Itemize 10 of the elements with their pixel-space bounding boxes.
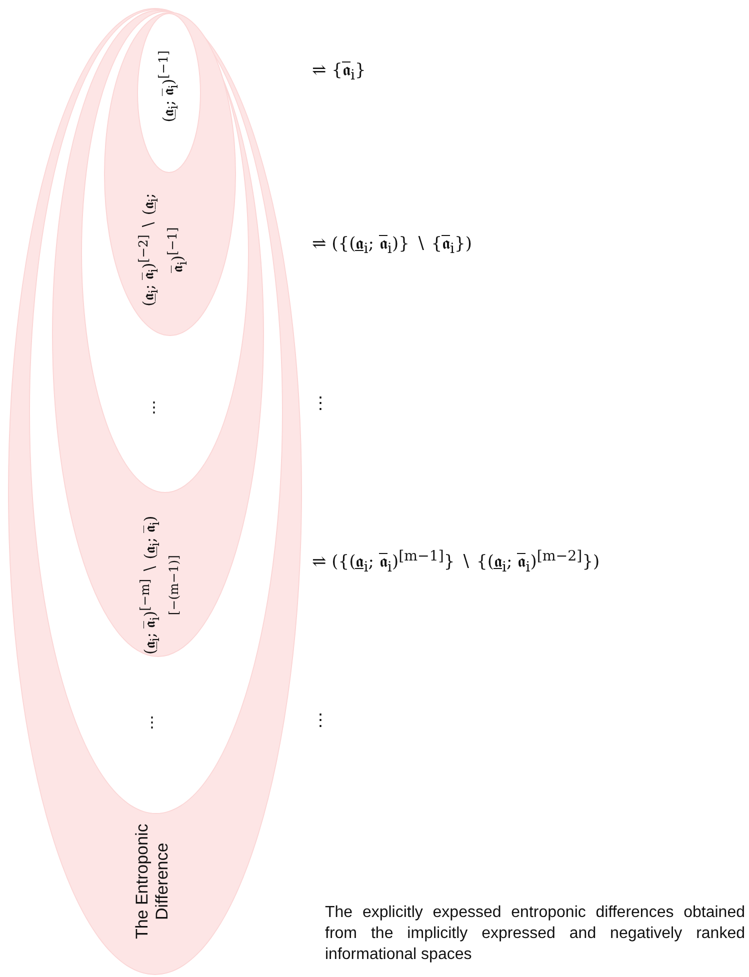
rotated-label: The Entroponic Difference [132, 822, 173, 941]
formula-label: ⋮ [312, 710, 329, 730]
formula-label: ⇌ ({(𝖆̲$_{i}$; 𝖆̅$_{i}$)$^{[m−1]}$} ∖ {(𝖆̲$_{i}$; 𝖆̅$_{i}$)$^{[m−2]}$}) [312, 548, 600, 576]
ellipse-region [137, 13, 201, 173]
formula-label: ⇌ {𝖆̅$_{i}$} [312, 60, 366, 84]
ellipsis-mark: ⋮ [146, 396, 162, 418]
caption: The explicitly expessed entroponic differences obtained from the implicitly expressed and negatively ranked informational spaces [325, 903, 745, 965]
ellipsis-mark: ⋮ [144, 712, 160, 732]
formula-label: ⇌ ({(𝖆̲$_{i}$; 𝖆̅$_{i}$)} ∖ {𝖆̅$_{i}$}) [312, 232, 472, 258]
formula-label: ⋮ [312, 392, 329, 414]
